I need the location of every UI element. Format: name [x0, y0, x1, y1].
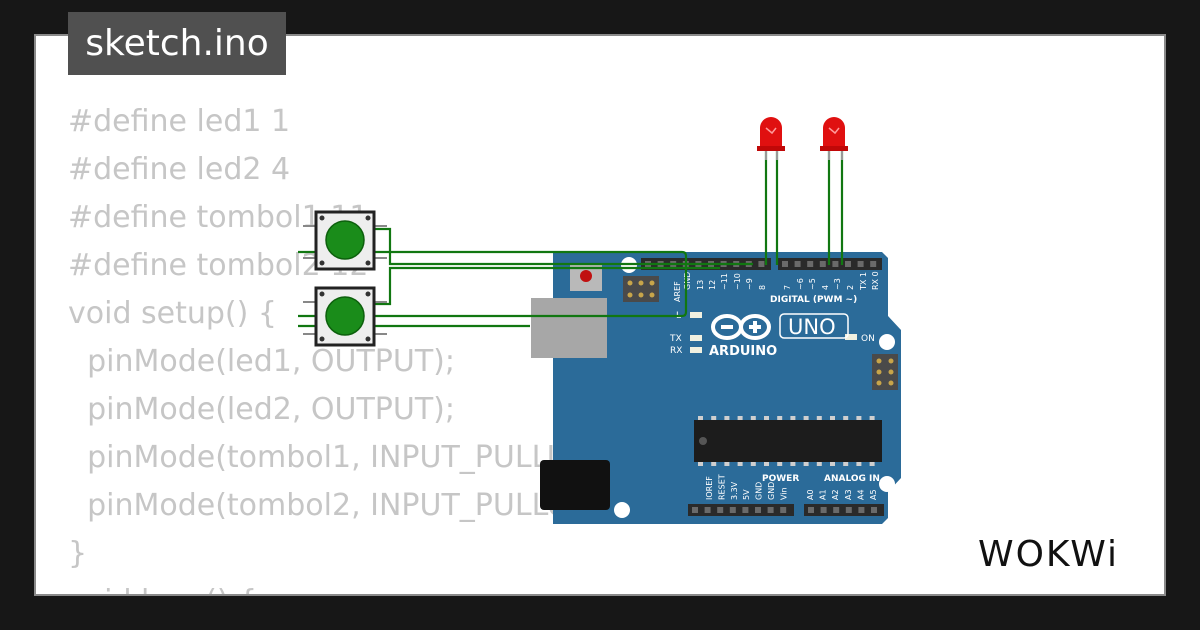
l-led [690, 312, 702, 318]
analog-pin-label: A4 [856, 489, 865, 500]
top-pin-label: ~5 [808, 278, 817, 290]
power-header [688, 504, 794, 516]
on-label: ON [861, 334, 875, 344]
top-pin-label: GND [683, 272, 692, 290]
top-pin-label: 2 [846, 285, 855, 290]
top-pin-label: AREF [673, 281, 682, 302]
analog-pin-label: A1 [819, 489, 828, 500]
button-2-cap[interactable] [325, 296, 365, 336]
push-button-2[interactable] [303, 286, 387, 347]
top-pin-label: 8 [758, 285, 767, 290]
power-pin-label: IOREF [705, 476, 714, 500]
top-pin-label: 12 [708, 280, 717, 290]
wokwi-logo-text: WOKWi [978, 534, 1119, 575]
top-pin-label: ~9 [745, 278, 754, 290]
top-pin-label: ~11 [720, 273, 729, 290]
wire-gnd-loop [298, 250, 688, 318]
sketch-tab[interactable]: sketch.ino [68, 12, 286, 75]
top-pin-label: TX 1 [859, 272, 868, 291]
power-pin-label: Vin [779, 487, 788, 500]
wokwi-logo[interactable]: WOKWi [974, 528, 1154, 576]
top-pin-label: 4 [821, 285, 830, 290]
power-pin-label: GND [767, 482, 776, 500]
power-led [845, 334, 857, 340]
wire-button2 [375, 266, 720, 306]
analog-pin-label: A5 [869, 489, 878, 500]
power-pin-label: 3.3V [730, 481, 739, 500]
tx-led [690, 335, 702, 341]
button-1-cap[interactable] [325, 220, 365, 260]
code-line: pinMode(led2, OUTPUT); [68, 392, 455, 427]
digital-label: DIGITAL (PWM ~) [770, 295, 857, 305]
led-1[interactable] [757, 117, 785, 160]
code-line: } [68, 536, 88, 571]
code-line: void setup() { [68, 296, 277, 331]
mount-hole [614, 502, 630, 518]
code-editor: #define led1 1 #define led2 4 #define tomb… [68, 98, 609, 594]
top-pin-label: ~3 [833, 278, 842, 290]
arduino-logo [711, 314, 771, 340]
model-frame [779, 313, 849, 339]
wire-button1 [375, 227, 753, 266]
code-line: #define led2 4 [68, 152, 291, 187]
code-line: pinMode(led1, OUTPUT); [68, 344, 455, 379]
power-pin-label: RESET [717, 474, 726, 500]
analog-pin-label: A3 [844, 489, 853, 500]
code-line: void loop() { [68, 578, 609, 594]
mount-hole [879, 334, 895, 350]
top-pin-label: ~10 [733, 273, 742, 290]
top-pin-label: RX 0 [871, 271, 880, 290]
power-jack [540, 460, 610, 510]
push-button-1[interactable] [303, 210, 387, 271]
analog-label: ANALOG IN [824, 474, 880, 484]
icsp-header [623, 276, 659, 302]
top-pin-label: ~6 [796, 278, 805, 290]
brand-label: ARDUINO [709, 344, 777, 359]
led-2[interactable] [820, 117, 848, 160]
power-pin-label: GND [755, 482, 764, 500]
usb-port [531, 298, 607, 358]
analog-pin-label: A2 [831, 489, 840, 500]
microcontroller-chip [694, 420, 882, 462]
top-pin-label: 13 [696, 280, 705, 290]
rx-led [690, 347, 702, 353]
mount-hole [879, 476, 895, 492]
power-pin-label: 5V [742, 489, 751, 500]
wires [298, 150, 844, 328]
top-pin-label: 7 [783, 285, 792, 290]
rx-label: RX [670, 346, 682, 356]
tx-label: TX [669, 334, 682, 344]
code-line: #define tombol2 12 [68, 248, 369, 283]
reset-button-cap [580, 270, 592, 282]
icsp2-header [872, 354, 898, 390]
code-line: #define led1 1 [68, 104, 291, 139]
analog-pin-label: A0 [806, 489, 815, 500]
model-label: UNO [788, 315, 836, 339]
power-label: POWER [762, 474, 799, 484]
